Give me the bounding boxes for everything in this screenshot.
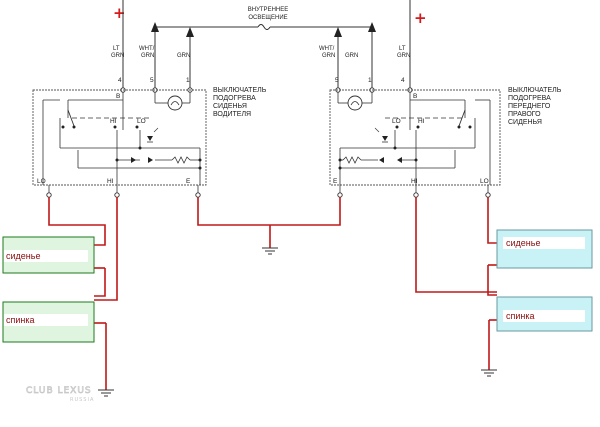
right-bus-arrow-icon bbox=[368, 22, 376, 32]
right-title-2: ПОДОГРЕВА bbox=[508, 95, 551, 102]
left-pin-e: E bbox=[186, 178, 191, 185]
right-title-4: ПРАВОГО bbox=[508, 111, 541, 118]
left-diode-1-icon bbox=[131, 157, 136, 163]
right-diode-2-icon bbox=[397, 157, 402, 163]
right-pin-b: B bbox=[413, 93, 417, 100]
right-pin-5: 5 bbox=[335, 77, 339, 84]
right-back-label: спинка bbox=[506, 311, 535, 321]
left-pin-b: B bbox=[116, 93, 120, 100]
left-back-label: спинка bbox=[6, 315, 35, 325]
interior-lighting-label-2: ОСВЕЩЕНИЕ bbox=[248, 15, 287, 21]
right-switch-lo: LO bbox=[392, 118, 401, 125]
right-pin-1: 1 bbox=[368, 77, 372, 84]
right-title-3: ПЕРЕДНЕГО bbox=[508, 103, 551, 110]
right-pin-4: 4 bbox=[401, 77, 405, 84]
left-plus-sign: + bbox=[113, 4, 126, 22]
right-seat-heater-box: сиденье bbox=[496, 229, 593, 269]
top-connector-pins bbox=[120, 87, 413, 93]
right-lamp-icon bbox=[347, 95, 363, 111]
bottom-connector-pins bbox=[46, 192, 491, 198]
left-lamp-icon bbox=[167, 95, 183, 111]
right-seat-label: сиденье bbox=[506, 238, 540, 248]
left-pin-5: 5 bbox=[150, 77, 154, 84]
bus-splice-mark bbox=[257, 24, 271, 30]
right-module-outline bbox=[329, 89, 501, 186]
left-pin-hi: HI bbox=[107, 178, 114, 185]
right-wire-label-lt-grn: GRN bbox=[397, 53, 410, 59]
top-wires bbox=[122, 0, 411, 88]
left-pin-lo: LO bbox=[37, 178, 46, 185]
right-diode-1-icon bbox=[379, 157, 384, 163]
right-plus-sign: + bbox=[414, 9, 427, 27]
left-title-1: ВЫКЛЮЧАТЕЛЬ bbox=[213, 87, 267, 94]
right-wire-label-lt: LT bbox=[399, 46, 406, 52]
ground-symbols bbox=[98, 247, 497, 397]
left-pin-1: 1 bbox=[186, 77, 190, 84]
right-pin-e: E bbox=[333, 178, 338, 185]
left-wire-label-grn: GRN bbox=[111, 53, 124, 59]
left-title-4: ВОДИТЕЛЯ bbox=[213, 111, 251, 118]
right-grn-arrow-icon bbox=[334, 27, 342, 37]
right-wire-label-grn: GRN bbox=[345, 53, 358, 59]
right-wire-label-wht-grn: GRN bbox=[322, 53, 335, 59]
right-title-1: ВЫКЛЮЧАТЕЛЬ bbox=[508, 87, 562, 94]
left-led-icon bbox=[147, 136, 153, 141]
left-diode-2-icon bbox=[148, 157, 153, 163]
left-title-3: СИДЕНЬЯ bbox=[213, 103, 247, 110]
watermark-logo: CLUB LEXUS bbox=[26, 386, 92, 396]
right-switch-hi: HI bbox=[418, 118, 425, 125]
left-seat-label: сиденье bbox=[6, 251, 40, 261]
right-wire-label-wht: WHT/ bbox=[319, 46, 335, 52]
interior-lighting-label-1: ВНУТРЕННЕЕ bbox=[248, 7, 289, 13]
left-wire-label-grn2: GRN bbox=[177, 53, 190, 59]
right-pin-lo: LO bbox=[480, 178, 489, 185]
left-wire-label-wht: WHT/ bbox=[139, 46, 155, 52]
left-seat-heater-box: сиденье bbox=[2, 236, 95, 274]
left-title-2: ПОДОГРЕВА bbox=[213, 95, 256, 102]
left-grn-arrow-icon bbox=[186, 27, 194, 37]
left-wire-label-lt: LT bbox=[113, 46, 120, 52]
left-switch-hi: HI bbox=[110, 118, 117, 125]
left-pin-4: 4 bbox=[118, 77, 122, 84]
right-back-heater-box: спинка bbox=[496, 296, 593, 332]
red-wires bbox=[48, 197, 497, 390]
right-switch-module: B LO HI ВЫКЛЮЧАТЕЛЬ ПОДОГРЕВА ПЕРЕДНЕГО … bbox=[329, 87, 562, 186]
right-title-5: СИДЕНЬЯ bbox=[508, 119, 542, 126]
left-switch-module: B HI LO ВЫКЛЮЧАТЕЛЬ ПОДОГРЕВА СИДЕНЬЯ ВО… bbox=[32, 87, 267, 186]
left-back-heater-box: спинка bbox=[2, 301, 95, 343]
right-led-icon bbox=[382, 136, 388, 141]
left-module-outline bbox=[32, 89, 207, 186]
right-pin-hi: HI bbox=[411, 178, 418, 185]
left-wire-label-wht-grn: GRN bbox=[141, 53, 154, 59]
left-switch-lo: LO bbox=[137, 118, 146, 125]
left-bus-arrow-icon bbox=[151, 22, 159, 32]
watermark-sub: RUSSIA bbox=[70, 397, 94, 403]
